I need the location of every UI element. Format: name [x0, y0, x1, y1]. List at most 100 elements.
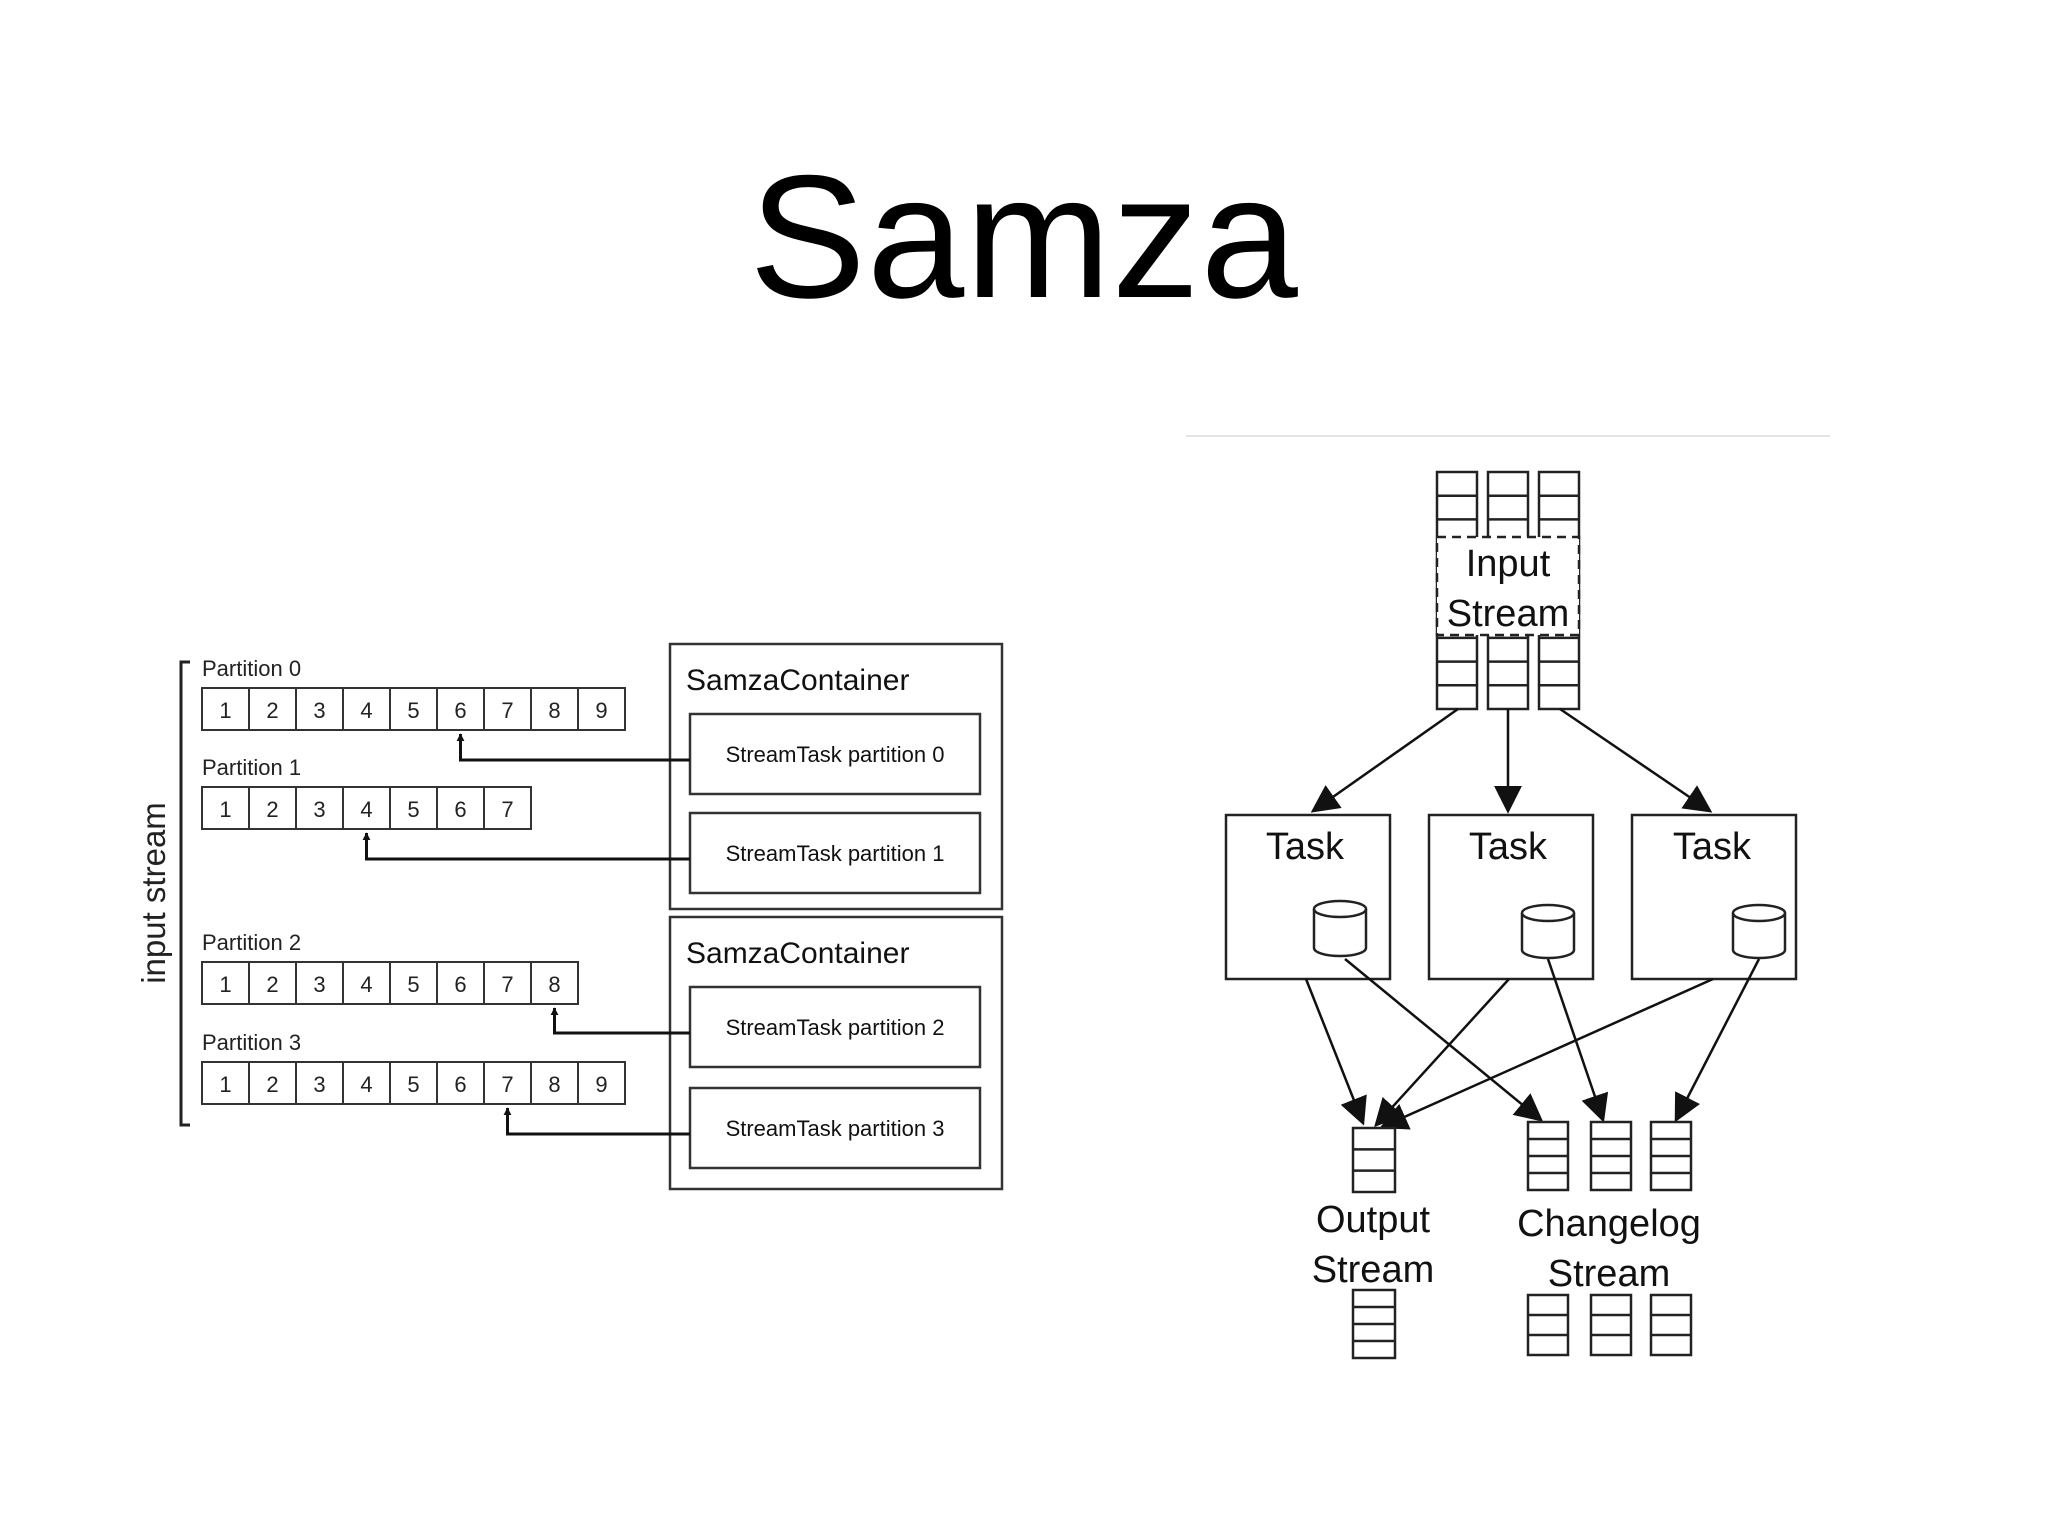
task-box-1	[1224, 813, 1392, 981]
partition-2-cell-label: 6	[454, 972, 466, 997]
partition-3-cell-label: 6	[454, 1072, 466, 1097]
partition-0-cell-label: 4	[360, 698, 372, 723]
output-stream-label-line1: Output	[1316, 1199, 1431, 1241]
partition-0-offset-arrow	[456, 733, 690, 762]
input-stream-label-line2: Stream	[1447, 593, 1569, 635]
offset-pointer-arrows	[362, 733, 690, 1136]
input-stream-label: input stream	[135, 802, 172, 984]
samza-container-1	[668, 915, 1004, 1191]
partition-2-cell-label: 7	[501, 972, 513, 997]
local-store-icon-2	[1520, 903, 1576, 960]
changelog-queue-top-2	[1589, 1120, 1633, 1192]
partition-1-cell-label: 5	[407, 797, 419, 822]
arrow-input-to-task-1	[1310, 707, 1459, 813]
partition-3-label: Partition 3	[202, 1030, 301, 1055]
partition-3-cell-label: 4	[360, 1072, 372, 1097]
partition-0-cell	[295, 687, 344, 731]
samza-container-0	[668, 642, 1004, 911]
partition-0-cell	[577, 687, 626, 731]
input-stream-label-line1: Input	[1466, 543, 1551, 585]
changelog-stream-label-line1: Changelog	[1517, 1203, 1701, 1245]
partition-2-cell	[295, 961, 344, 1005]
partition-1-cell-label: 1	[219, 797, 231, 822]
partition-3-cell-label: 9	[595, 1072, 607, 1097]
partition-3-cell-label: 1	[219, 1072, 231, 1097]
partition-0-cell-label: 5	[407, 698, 419, 723]
changelog-queue-top-3	[1649, 1120, 1693, 1192]
partition-1-cell	[483, 786, 532, 830]
changelog-queue-top-1	[1526, 1120, 1570, 1192]
partition-0-cell-label: 6	[454, 698, 466, 723]
stream-task-2-label: StreamTask partition 2	[726, 1015, 945, 1040]
output-stream-queues	[1351, 1120, 1693, 1360]
partition-2-cell	[389, 961, 438, 1005]
partition-0-label: Partition 0	[202, 656, 301, 681]
samza-container-0-label: SamzaContainer	[686, 664, 909, 697]
input-stream-bracket	[179, 660, 190, 1127]
right-diagram: Input Stream Task Task Task	[1186, 435, 1830, 1360]
partition-2-cell-label: 1	[219, 972, 231, 997]
stream-task-3-label: StreamTask partition 3	[726, 1116, 945, 1141]
partition-1-cell	[389, 786, 438, 830]
partition-0-cell	[201, 687, 250, 731]
left-diagram: input stream Partition 0 Partition 1 Par…	[135, 642, 1004, 1191]
local-store-icon-1	[1312, 899, 1368, 958]
partition-2-cell	[342, 961, 391, 1005]
stream-task-1-box	[688, 811, 982, 895]
partition-1-cell	[201, 786, 250, 830]
partition-2-cell-label: 8	[548, 972, 560, 997]
partition-3-cell	[436, 1061, 485, 1105]
output-queue-bottom	[1351, 1288, 1397, 1360]
partition-0-cell-label: 1	[219, 698, 231, 723]
partition-1-cell	[342, 786, 391, 830]
partition-2-cell-label: 2	[266, 972, 278, 997]
output-queue-top	[1351, 1126, 1397, 1194]
partition-2-cell-label: 4	[360, 972, 372, 997]
partition-3-cell-label: 8	[548, 1072, 560, 1097]
changelog-queue-bottom-1	[1526, 1293, 1570, 1357]
changelog-stream-label-line2: Stream	[1548, 1253, 1670, 1295]
arrow-task-1-to-output	[1304, 978, 1367, 1126]
partition-3-cell-label: 5	[407, 1072, 419, 1097]
partition-3-cell	[295, 1061, 344, 1105]
partition-1-cell-label: 3	[313, 797, 325, 822]
stream-task-0-box	[688, 712, 982, 796]
partition-3-offset-arrow	[503, 1107, 690, 1136]
stream-task-0-label: StreamTask partition 0	[726, 742, 945, 767]
partition-2-cell	[530, 961, 579, 1005]
stream-task-3-box	[688, 1086, 982, 1170]
partition-0-cell-label: 9	[595, 698, 607, 723]
arrow-task-2-to-output	[1374, 978, 1510, 1128]
partition-3-cell-label: 3	[313, 1072, 325, 1097]
partition-0-cell	[483, 687, 532, 731]
stream-task-2-box	[688, 985, 982, 1069]
partition-1-cell-label: 4	[360, 797, 372, 822]
stream-task-1-label: StreamTask partition 1	[726, 841, 945, 866]
samza-container-1-label: SamzaContainer	[686, 937, 909, 970]
partition-0-cell-label: 2	[266, 698, 278, 723]
partition-3-cell-label: 2	[266, 1072, 278, 1097]
output-stream-label-line2: Stream	[1312, 1249, 1434, 1291]
partition-1-offset-arrow	[362, 832, 690, 861]
partition-2-cell-label: 3	[313, 972, 325, 997]
partition-0-cell-label: 3	[313, 698, 325, 723]
partition-0-cell-label: 8	[548, 698, 560, 723]
partition-1-label: Partition 1	[202, 755, 301, 780]
input-stream-label-box	[1435, 535, 1581, 637]
task-label-1: Task	[1266, 826, 1345, 868]
partition-1-cell	[248, 786, 297, 830]
partition-2-offset-arrow	[550, 1007, 690, 1035]
arrow-task-2-to-changelog	[1546, 958, 1609, 1123]
partition-3-cell	[577, 1061, 626, 1105]
local-store-icon-3	[1731, 903, 1787, 960]
partition-2-label: Partition 2	[202, 930, 301, 955]
task-label-2: Task	[1469, 826, 1548, 868]
partition-0-cell	[530, 687, 579, 731]
arrow-input-to-task-3	[1559, 707, 1713, 813]
arrow-task-3-to-changelog	[1674, 958, 1761, 1123]
changelog-queue-bottom-2	[1589, 1293, 1633, 1357]
arrow-task-3-to-output	[1379, 977, 1714, 1130]
partition-1-cell-label: 7	[501, 797, 513, 822]
